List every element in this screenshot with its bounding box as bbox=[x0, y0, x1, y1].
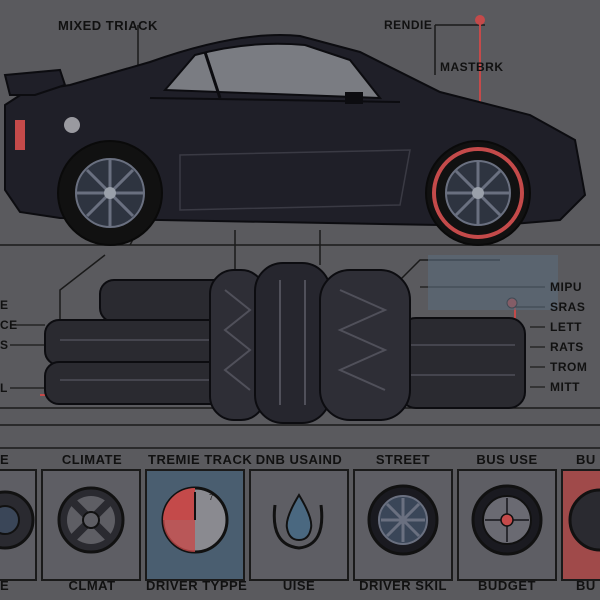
svg-text:7: 7 bbox=[209, 493, 214, 502]
water-drop-icon bbox=[272, 493, 324, 550]
category-label-1: E bbox=[0, 452, 10, 467]
right-label-3: LETT bbox=[550, 320, 582, 334]
category-label-street: STREET bbox=[375, 452, 431, 467]
car-window bbox=[162, 42, 383, 100]
bottom-label-driver-skil: DRIVER SKIL bbox=[359, 578, 447, 593]
category-label-tremie-track: TREMIE TRACK bbox=[148, 452, 253, 467]
left-leaders bbox=[10, 324, 45, 389]
flat-tire-right bbox=[399, 317, 526, 409]
label-rendie: RENDIE bbox=[384, 18, 433, 32]
bottom-label-uise: UISE bbox=[282, 578, 316, 593]
left-label-3: S bbox=[0, 338, 9, 352]
category-label-bus-use: BUS USE bbox=[476, 452, 538, 467]
right-label-4: RATS bbox=[550, 340, 584, 354]
upright-tire-3 bbox=[319, 269, 411, 421]
tire-icon bbox=[568, 488, 600, 552]
flat-tire-bottom bbox=[44, 361, 231, 405]
category-label-7: BU bbox=[576, 452, 596, 467]
category-label-climate: CLIMATE bbox=[61, 452, 123, 467]
wheel-icon bbox=[0, 490, 35, 550]
flat-tire-middle bbox=[44, 319, 231, 366]
left-label-4: L bbox=[0, 381, 8, 395]
right-label-2: SRAS bbox=[550, 300, 586, 314]
bottom-label-budget: BUDGET bbox=[478, 578, 536, 593]
category-label-dnb-usaind: DNB USAIND bbox=[255, 452, 343, 467]
left-label-1: E bbox=[0, 298, 9, 312]
rim-icon bbox=[367, 484, 439, 556]
bottom-label-1: E bbox=[0, 578, 10, 593]
rear-wheel bbox=[57, 140, 163, 246]
front-wheel bbox=[425, 140, 531, 246]
bottom-label-clmat: CLMAT bbox=[68, 578, 116, 593]
bottom-label-7: BU bbox=[576, 578, 596, 593]
right-label-1: MIPU bbox=[550, 280, 582, 294]
label-mixed-track: MIXED TRIACK bbox=[58, 18, 158, 33]
car-spoiler bbox=[3, 68, 67, 96]
tire-stack bbox=[44, 262, 526, 424]
bottom-label-driver-type: DRIVER TYPPE bbox=[146, 578, 248, 593]
right-label-6: MITT bbox=[550, 380, 580, 394]
left-label-2: CE bbox=[0, 318, 18, 332]
upright-tire-2 bbox=[254, 262, 331, 424]
right-label-5: TROM bbox=[550, 360, 588, 374]
gauge-icon: 7 bbox=[161, 486, 229, 554]
steering-wheel-icon bbox=[57, 486, 125, 554]
pointer-dot-top bbox=[475, 15, 485, 25]
brake-disc-icon bbox=[471, 484, 543, 556]
blue-panel bbox=[428, 255, 558, 310]
label-mastrk: MASTBRK bbox=[440, 60, 504, 74]
